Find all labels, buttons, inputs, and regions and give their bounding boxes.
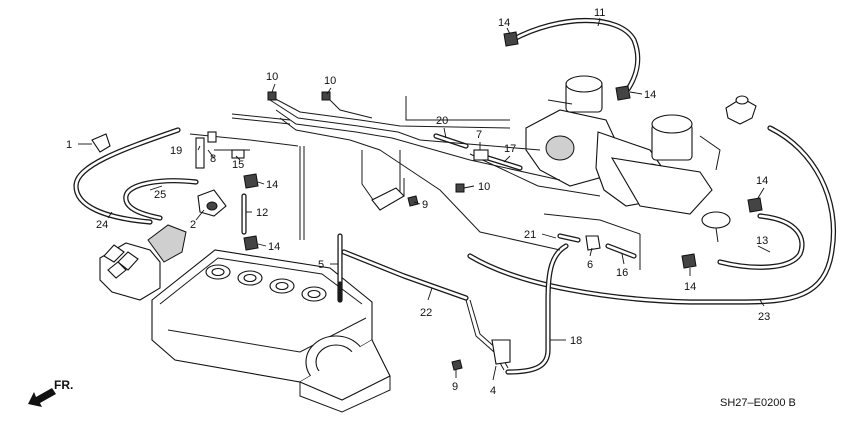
callout-10a: 10 (266, 71, 278, 83)
throttle-body-assembly (525, 75, 757, 243)
callout-22: 22 (420, 307, 432, 319)
callout-12: 12 (256, 207, 268, 219)
callout-10c: 10 (478, 181, 490, 193)
callout-14f: 14 (684, 281, 696, 293)
callout-4: 4 (490, 385, 496, 397)
callout-9a: 9 (422, 199, 428, 211)
callout-15: 15 (232, 159, 244, 171)
callout-11: 11 (594, 7, 605, 19)
callout-24: 24 (96, 219, 108, 231)
callout-18: 18 (570, 335, 582, 347)
callout-6: 6 (587, 259, 593, 271)
front-arrow-icon (28, 388, 56, 407)
callout-19: 19 (170, 145, 182, 157)
callout-13: 13 (756, 235, 768, 247)
callout-25: 25 (154, 189, 166, 201)
leader-lines (78, 17, 771, 381)
small-parts (91, 31, 763, 371)
sensor-part-1 (91, 133, 111, 153)
callout-10b: 10 (324, 75, 336, 87)
front-direction-indicator: FR. (28, 378, 73, 407)
callout-2: 2 (190, 219, 196, 231)
callout-5: 5 (318, 259, 324, 271)
engine-block (99, 224, 391, 413)
callout-8: 8 (210, 153, 216, 165)
callout-21: 21 (524, 229, 536, 241)
callout-labels: 1 2 4 5 6 7 8 9 9 10 10 10 11 12 13 14 1… (66, 7, 770, 397)
drawing-code: SH27–E0200 B (720, 397, 796, 409)
callout-20: 20 (436, 115, 448, 127)
callout-16: 16 (616, 267, 628, 279)
callout-7: 7 (476, 129, 482, 141)
callout-14a: 14 (498, 17, 510, 29)
callout-9b: 9 (452, 381, 458, 393)
callout-14e: 14 (756, 175, 768, 187)
callout-1: 1 (66, 139, 72, 151)
front-direction-label: FR. (54, 378, 73, 392)
pipe-harness (189, 95, 641, 371)
hose-network (73, 18, 836, 375)
callout-23: 23 (758, 311, 770, 323)
callout-14c: 14 (266, 179, 278, 191)
callout-14d: 14 (268, 241, 280, 253)
callout-17: 17 (504, 143, 516, 155)
callout-14b: 14 (644, 89, 656, 101)
